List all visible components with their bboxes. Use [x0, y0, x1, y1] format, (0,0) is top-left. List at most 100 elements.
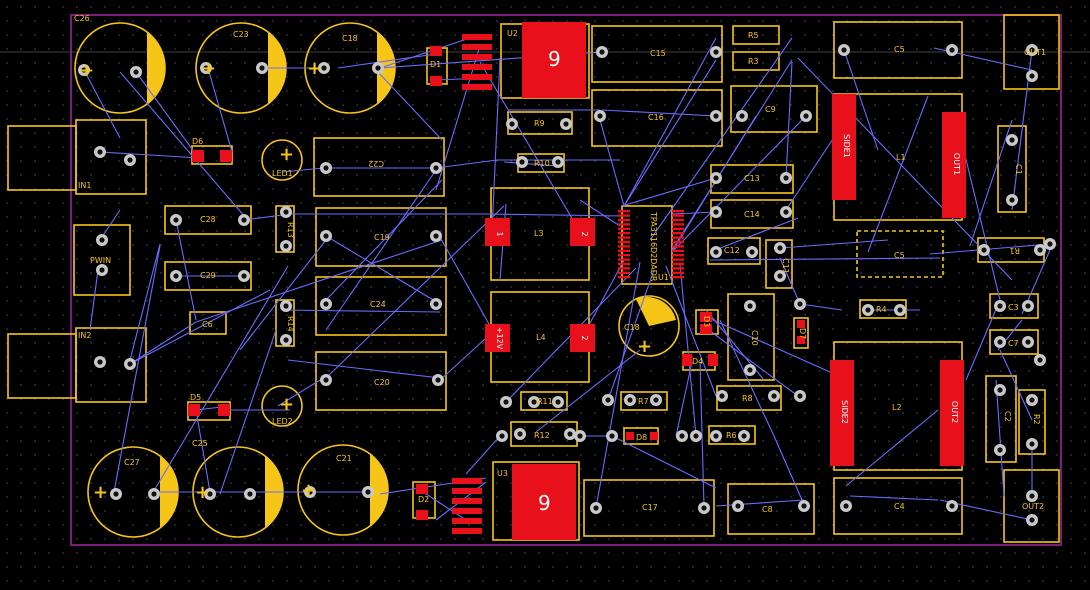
u1-pin-right-11[interactable]: [672, 258, 684, 261]
ic-u1[interactable]: [621, 205, 673, 285]
u1-pin-right-7[interactable]: [672, 240, 684, 244]
smd-pad-7[interactable]: [452, 488, 482, 494]
smd-pad-3[interactable]: [462, 64, 492, 70]
u1-pin-right-13[interactable]: [672, 267, 684, 270]
smd-pad-36[interactable]: [626, 432, 634, 440]
u1-pin-left-10[interactable]: [618, 254, 630, 257]
led-led1[interactable]: [261, 139, 303, 181]
pad-drill-29[interactable]: [713, 49, 719, 55]
smd-pad-10[interactable]: [452, 518, 482, 524]
led-led2[interactable]: [261, 385, 303, 427]
u1-pin-left-4[interactable]: [618, 227, 630, 230]
cap-c26[interactable]: [74, 22, 166, 114]
pad-drill-28[interactable]: [599, 49, 605, 55]
smd-pad-9[interactable]: [452, 508, 482, 514]
connector-in2[interactable]: [7, 327, 147, 403]
pad-drill-55[interactable]: [1009, 197, 1015, 203]
pad-drill-31[interactable]: [713, 113, 719, 119]
smd-pad-23[interactable]: [570, 218, 595, 246]
u1-pin-right-1[interactable]: [672, 214, 684, 217]
res-r6[interactable]: [708, 425, 756, 445]
pad-drill-63[interactable]: [1025, 303, 1031, 309]
u1-pin-left-14[interactable]: [618, 271, 630, 274]
pad-drill-6[interactable]: [113, 491, 119, 497]
u1-pin-right-8[interactable]: [672, 245, 684, 248]
cap-c28[interactable]: [164, 205, 252, 235]
u1-pin-right-3[interactable]: [672, 223, 684, 226]
pad-drill-22[interactable]: [323, 377, 329, 383]
pad-drill-42[interactable]: [713, 175, 719, 181]
pad-drill-10[interactable]: [307, 489, 313, 495]
smd-pad-5[interactable]: [462, 84, 492, 90]
smd-pad-21[interactable]: [218, 404, 230, 416]
cap-c24[interactable]: [315, 276, 447, 336]
pad-drill-97[interactable]: [99, 237, 105, 243]
u1-pin-right-2[interactable]: [672, 218, 684, 222]
u1-pin-right-9[interactable]: [672, 249, 684, 252]
pad-drill-51[interactable]: [1029, 73, 1035, 79]
pad-drill-64[interactable]: [997, 339, 1003, 345]
pad-drill-5[interactable]: [375, 65, 381, 71]
cap-c19[interactable]: [315, 207, 447, 267]
cap-c8[interactable]: [727, 483, 815, 535]
pad-drill-100[interactable]: [1037, 357, 1043, 363]
pad-drill-46[interactable]: [713, 249, 719, 255]
pad-drill-26[interactable]: [173, 273, 179, 279]
cap-c3[interactable]: [989, 293, 1039, 319]
pad-drill-21[interactable]: [433, 301, 439, 307]
pad-drill-96[interactable]: [609, 433, 615, 439]
cap-c20[interactable]: [315, 351, 447, 411]
cap-c2[interactable]: [985, 375, 1017, 463]
pad-drill-99[interactable]: [1047, 241, 1053, 247]
pad-drill-17[interactable]: [433, 165, 439, 171]
smd-pad-1[interactable]: [462, 44, 492, 50]
pad-drill-77[interactable]: [555, 159, 561, 165]
u1-pin-left-11[interactable]: [618, 258, 630, 261]
smd-pad-18[interactable]: [192, 150, 204, 162]
u1-pin-right-10[interactable]: [672, 254, 684, 257]
smd-pad-2[interactable]: [462, 54, 492, 60]
u1-pin-left-9[interactable]: [618, 249, 630, 252]
pad-drill-61[interactable]: [1037, 247, 1043, 253]
smd-pad-4[interactable]: [462, 74, 492, 80]
pad-drill-12[interactable]: [97, 149, 103, 155]
pad-drill-50[interactable]: [1029, 47, 1035, 53]
pad-drill-38[interactable]: [735, 503, 741, 509]
smd-pad-25[interactable]: [570, 324, 595, 352]
u1-pin-left-12[interactable]: [618, 262, 630, 266]
pad-drill-36[interactable]: [843, 503, 849, 509]
u1-pin-right-5[interactable]: [672, 232, 684, 235]
u1-pin-left-2[interactable]: [618, 218, 630, 222]
u1-pin-left-6[interactable]: [618, 236, 630, 239]
pad-drill-62[interactable]: [997, 303, 1003, 309]
res-r13[interactable]: [275, 205, 295, 253]
u1-pin-left-7[interactable]: [618, 240, 630, 244]
u1-pin-left-8[interactable]: [618, 245, 630, 248]
u1-pin-left-5[interactable]: [618, 232, 630, 235]
pad-drill-54[interactable]: [1009, 137, 1015, 143]
pad-drill-90[interactable]: [503, 399, 509, 405]
pad-drill-80[interactable]: [283, 303, 289, 309]
smd-pad-27[interactable]: [942, 112, 966, 218]
pad-drill-73[interactable]: [567, 431, 573, 437]
pad-drill-82[interactable]: [627, 397, 633, 403]
u1-pin-right-6[interactable]: [672, 236, 684, 239]
cap-c11[interactable]: [765, 239, 793, 289]
smd-pad-17[interactable]: [416, 510, 428, 520]
pad-drill-40[interactable]: [739, 113, 745, 119]
pad-drill-87[interactable]: [741, 433, 747, 439]
pad-drill-68[interactable]: [865, 307, 871, 313]
res-r11[interactable]: [520, 391, 568, 411]
smd-pad-0[interactable]: [462, 34, 492, 40]
cap-c29[interactable]: [164, 261, 252, 291]
pad-drill-98[interactable]: [99, 267, 105, 273]
pad-drill-48[interactable]: [777, 245, 783, 251]
pad-drill-71[interactable]: [555, 399, 561, 405]
u1-pin-left-0[interactable]: [618, 210, 630, 213]
pad-drill-56[interactable]: [997, 387, 1003, 393]
pad-drill-86[interactable]: [713, 433, 719, 439]
smd-pad-20[interactable]: [188, 404, 200, 416]
pad-drill-45[interactable]: [783, 209, 789, 215]
pad-drill-57[interactable]: [997, 447, 1003, 453]
pad-drill-24[interactable]: [173, 217, 179, 223]
